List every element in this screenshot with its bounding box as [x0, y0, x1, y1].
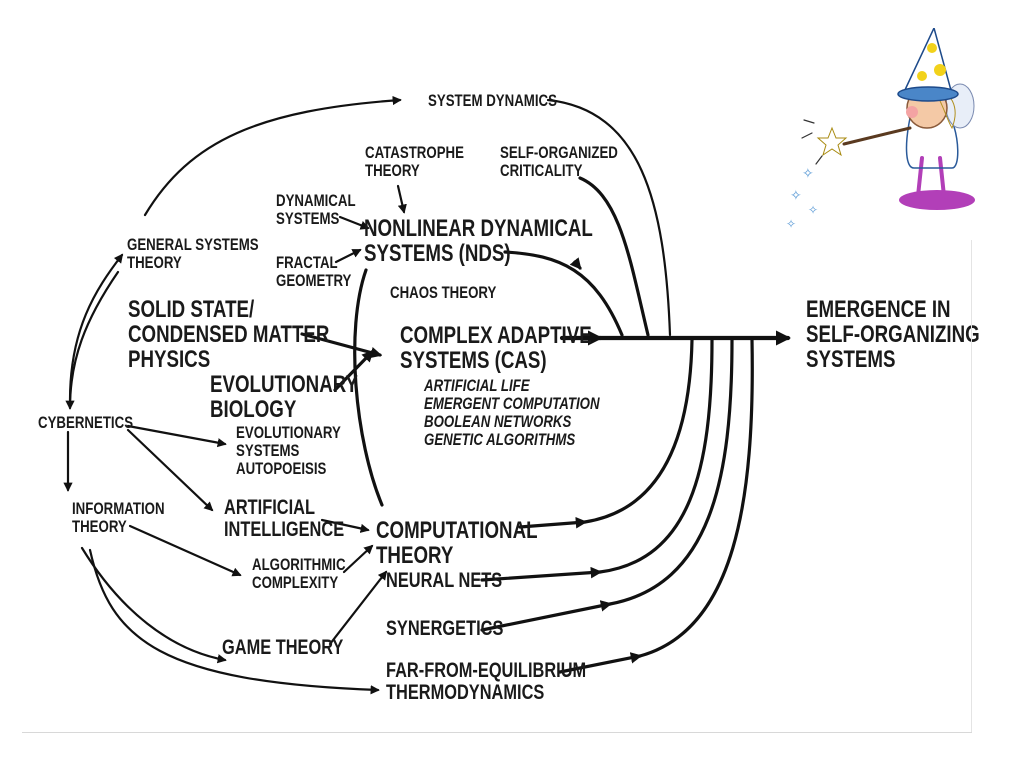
curve-synergetics	[608, 338, 734, 606]
right-rule	[971, 240, 972, 732]
arrow-ai-to-computational	[320, 518, 370, 533]
node-algorithmic-complexity: ALGORITHMIC COMPLEXITY	[252, 555, 346, 592]
svg-text:✧: ✧	[808, 203, 818, 217]
line-chaos-spine	[353, 268, 384, 507]
node-cybernetics: CYBERNETICS	[38, 413, 134, 432]
arrow-fractal-to-nds	[334, 248, 362, 264]
node-dynamical-systems: DYNAMICAL SYSTEMS	[276, 191, 356, 228]
node-neural-nets: NEURAL NETS	[386, 569, 503, 592]
arrow-information-to-algorithmic	[128, 524, 242, 577]
node-chaos-theory: CHAOS THEORY	[390, 283, 497, 302]
arrow-information-to-game	[80, 546, 227, 664]
arrow-catastrophe-to-nds	[396, 184, 407, 214]
arrow-nds-to-emergence	[503, 250, 624, 337]
node-game-theory: GAME THEORY	[222, 636, 344, 659]
arrow-computational-to-emergence	[518, 516, 588, 529]
node-fractal-geometry: FRACTAL GEOMETRY	[276, 253, 352, 290]
node-cas: COMPLEX ADAPTIVE SYSTEMS (CAS)	[400, 322, 592, 375]
arrow-far-from-eq-to-emergence	[558, 652, 643, 674]
svg-text:✧: ✧	[786, 217, 796, 231]
arrow-soc-to-emergence	[578, 176, 650, 337]
arrow-general-systems-to-system-dynamics	[143, 95, 402, 217]
node-information-theory: INFORMATION THEORY	[72, 499, 165, 536]
node-far-from-equilibrium: FAR-FROM-EQUILIBRIUM THERMODYNAMICS	[386, 659, 587, 705]
wizard-fairy-illustration: ✧ ✧ ✧ ✧	[786, 28, 975, 231]
node-general-systems-theory: GENERAL SYSTEMS THEORY	[127, 235, 259, 272]
arrow-cybernetics-to-ai	[126, 428, 214, 512]
node-artificial-intelligence: ARTIFICIAL INTELLIGENCE	[224, 496, 345, 542]
arrow-cybernetics-to-general-systems	[68, 253, 124, 402]
arrow-synergetics-to-emergence	[480, 600, 613, 632]
node-nds: NONLINEAR DYNAMICAL SYSTEMS (NDS)	[364, 215, 593, 268]
svg-text:✧: ✧	[790, 188, 802, 204]
node-synergetics: SYNERGETICS	[386, 617, 504, 640]
node-emergence: EMERGENCE IN SELF-ORGANIZING SYSTEMS	[806, 296, 980, 374]
bottom-rule	[22, 732, 972, 733]
arrow-algorithmic-to-computational	[342, 544, 374, 574]
node-evolutionary-biology: EVOLUTIONARY BIOLOGY	[210, 371, 359, 424]
arrow-information-to-far-from-eq	[88, 548, 380, 695]
arrow-neural-to-emergence	[480, 566, 603, 582]
curve-neural	[598, 338, 714, 574]
arrow-game-to-neural	[328, 570, 388, 646]
node-solid-state-physics: SOLID STATE/ CONDENSED MATTER PHYSICS	[128, 296, 330, 374]
curve-computational	[583, 338, 694, 524]
arrow-system-dynamics-to-emergence	[546, 98, 672, 337]
node-computational-theory: COMPUTATIONAL THEORY	[376, 517, 538, 570]
node-cas-subtopics: ARTIFICIAL LIFE EMERGENT COMPUTATION BOO…	[424, 376, 600, 449]
arrow-cybernetics-to-evo-systems	[126, 424, 227, 448]
node-evolutionary-systems: EVOLUTIONARY SYSTEMS AUTOPOEISIS	[236, 423, 341, 478]
node-catastrophe-theory: CATASTROPHE THEORY	[365, 143, 464, 180]
arrow-nds-to-chaos	[569, 257, 582, 270]
arrow-dynamical-to-nds	[338, 215, 370, 230]
node-self-organized-criticality: SELF-ORGANIZED CRITICALITY	[500, 143, 618, 180]
svg-text:✧: ✧	[802, 166, 814, 182]
curve-far-from-eq	[638, 338, 754, 658]
node-system-dynamics: SYSTEM DYNAMICS	[428, 91, 557, 110]
